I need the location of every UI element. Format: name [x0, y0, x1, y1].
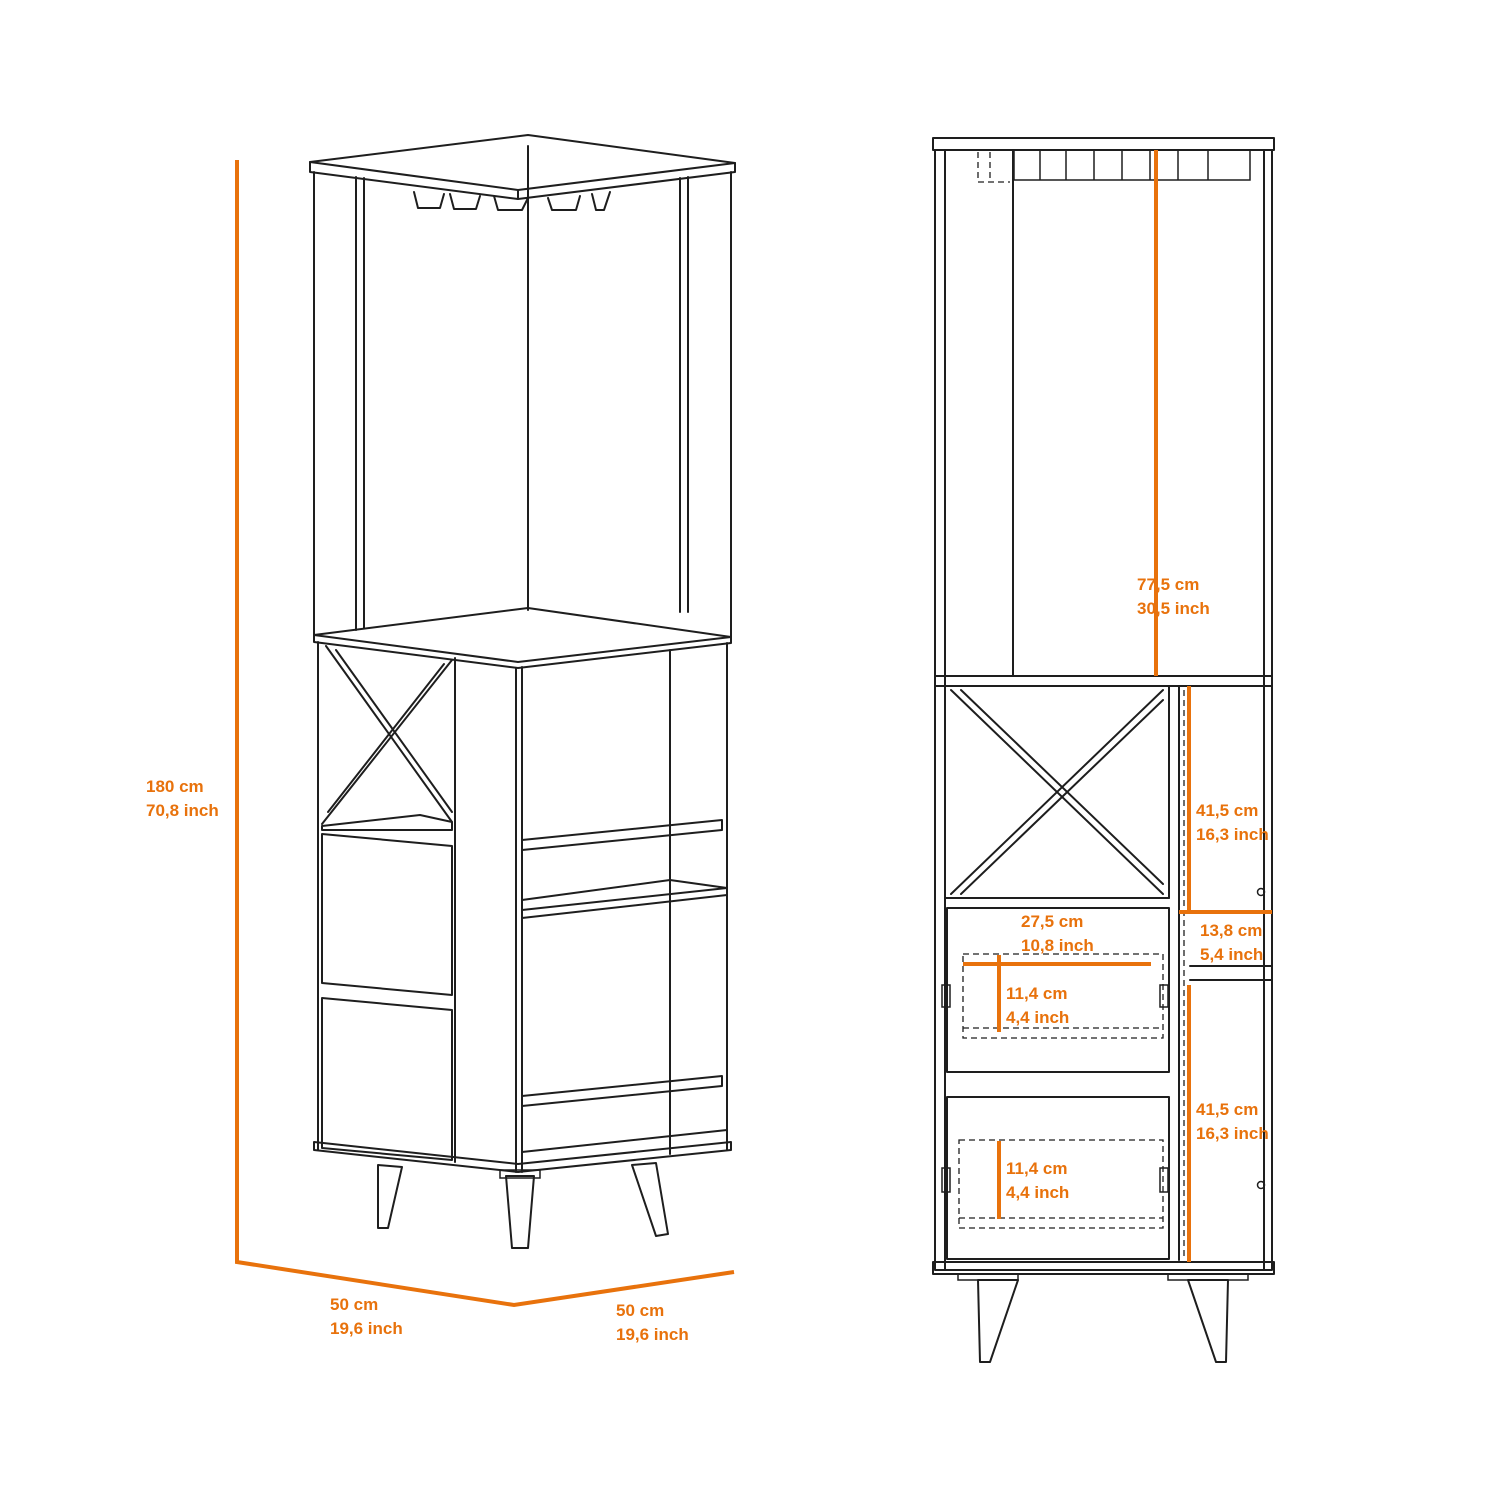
perspective-cabinet	[309, 134, 736, 1249]
lower-drawer-depth-cm: 11,4 cm	[1006, 1159, 1068, 1178]
upper-drawer-depth-inch: 4,4 inch	[1006, 1008, 1070, 1027]
glass-rack	[413, 191, 611, 211]
right-lower-door-cm: 41,5 cm	[1196, 1100, 1259, 1119]
width-right-cm: 50 cm	[616, 1301, 665, 1320]
x-wine-rack	[321, 645, 453, 825]
width-left-label: 50 cm 19,6 inch	[330, 1293, 403, 1341]
side-shelves	[521, 819, 728, 1153]
right-lower-door-label: 41,5 cm 16,3 inch	[1196, 1098, 1269, 1146]
upper-compartment-label: 77,5 cm 30,5 inch	[1137, 573, 1210, 621]
drawers	[321, 833, 453, 1161]
front-cabinet	[932, 137, 1275, 1363]
height-inch: 70,8 inch	[146, 801, 219, 820]
drawer-width-inch: 10,8 inch	[1021, 936, 1094, 955]
front-lower-drawer	[941, 1096, 1170, 1260]
perspective-dimension-lines	[235, 160, 735, 1308]
upper-drawer-depth-cm: 11,4 cm	[1006, 984, 1068, 1003]
right-middle-shelf-label: 13,8 cm 5,4 inch	[1200, 919, 1263, 967]
front-dimension-lines	[963, 150, 1272, 1262]
height-label: 180 cm 70,8 inch	[146, 775, 219, 823]
lower-drawer-depth-label: 11,4 cm 4,4 inch	[1006, 1157, 1069, 1205]
width-left-inch: 19,6 inch	[330, 1319, 403, 1338]
front-top-board	[932, 137, 1275, 151]
middle-board	[313, 607, 732, 663]
door-knob-icon	[1256, 1180, 1266, 1190]
upper-compartment-inch: 30,5 inch	[1137, 599, 1210, 618]
right-upper-door-cm: 41,5 cm	[1196, 801, 1259, 820]
drawer-width-label: 27,5 cm 10,8 inch	[1021, 910, 1094, 958]
right-lower-door-inch: 16,3 inch	[1196, 1124, 1269, 1143]
width-right-inch: 19,6 inch	[616, 1325, 689, 1344]
lower-drawer-depth-inch: 4,4 inch	[1006, 1183, 1070, 1202]
drawer-width-cm: 27,5 cm	[1021, 912, 1084, 931]
height-cm: 180 cm	[146, 777, 204, 796]
legs	[377, 1162, 669, 1249]
front-glass-rack	[977, 149, 1251, 183]
front-legs	[977, 1279, 1229, 1363]
front-x-rack	[944, 685, 1170, 899]
right-upper-door-inch: 16,3 inch	[1196, 825, 1269, 844]
front-middle-board	[934, 675, 1273, 687]
width-left-cm: 50 cm	[330, 1295, 379, 1314]
right-middle-shelf-inch: 5,4 inch	[1200, 945, 1264, 964]
right-middle-shelf-cm: 13,8 cm	[1200, 921, 1263, 940]
height-width-dimension-line	[235, 160, 735, 1308]
right-upper-door-label: 41,5 cm 16,3 inch	[1196, 799, 1269, 847]
width-right-label: 50 cm 19,6 inch	[616, 1299, 689, 1347]
upper-drawer-depth-label: 11,4 cm 4,4 inch	[1006, 982, 1069, 1030]
top-board	[309, 134, 736, 191]
upper-compartment-cm: 77,5 cm	[1137, 575, 1200, 594]
front-upper-drawer	[941, 907, 1170, 1073]
door-knob-icon	[1256, 887, 1266, 897]
